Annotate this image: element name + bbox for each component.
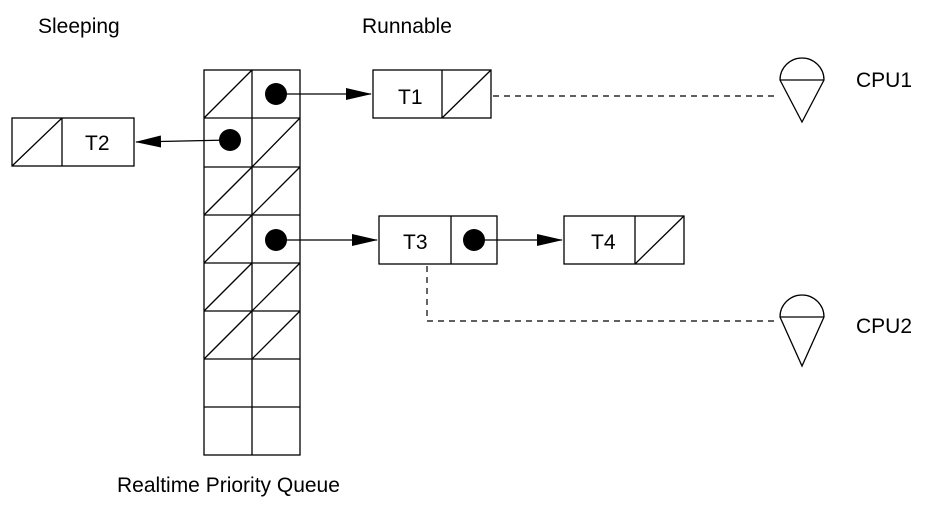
- cpu1-label: CPU1: [856, 69, 912, 92]
- t1-label: T1: [398, 86, 423, 109]
- runnable-label: Runnable: [362, 15, 452, 38]
- cpu2-icon: [779, 294, 825, 368]
- null-slash: [203, 166, 253, 216]
- null-slash: [203, 69, 253, 119]
- null-slash: [441, 69, 492, 119]
- null-slash: [11, 117, 63, 167]
- t4-label: T4: [591, 231, 616, 254]
- thread-t1-node: T1: [372, 69, 492, 119]
- thread-t4-node: T4: [563, 215, 685, 265]
- priority-queue: [203, 69, 301, 456]
- null-slash: [203, 310, 253, 360]
- null-slash: [251, 166, 301, 216]
- t3-cpu2-connector: [426, 266, 778, 322]
- t2-box: [11, 117, 135, 167]
- null-slash: [203, 262, 253, 312]
- null-slash: [634, 215, 685, 265]
- t4-box: [563, 215, 685, 265]
- sleeping-label: Sleeping: [38, 15, 120, 38]
- t2-label: T2: [85, 132, 110, 155]
- cpu1-icon: [779, 57, 825, 124]
- null-slash: [251, 310, 301, 360]
- null-slash: [251, 117, 301, 168]
- queue-label: Realtime Priority Queue: [117, 474, 340, 497]
- arrow-to-t2: [135, 135, 231, 148]
- thread-t2-node: T2: [11, 117, 135, 167]
- t1-box: [372, 69, 492, 119]
- null-slash: [203, 214, 253, 264]
- null-slash: [251, 262, 301, 312]
- t3-label: T3: [403, 231, 428, 254]
- cpu2-label: CPU2: [856, 315, 912, 338]
